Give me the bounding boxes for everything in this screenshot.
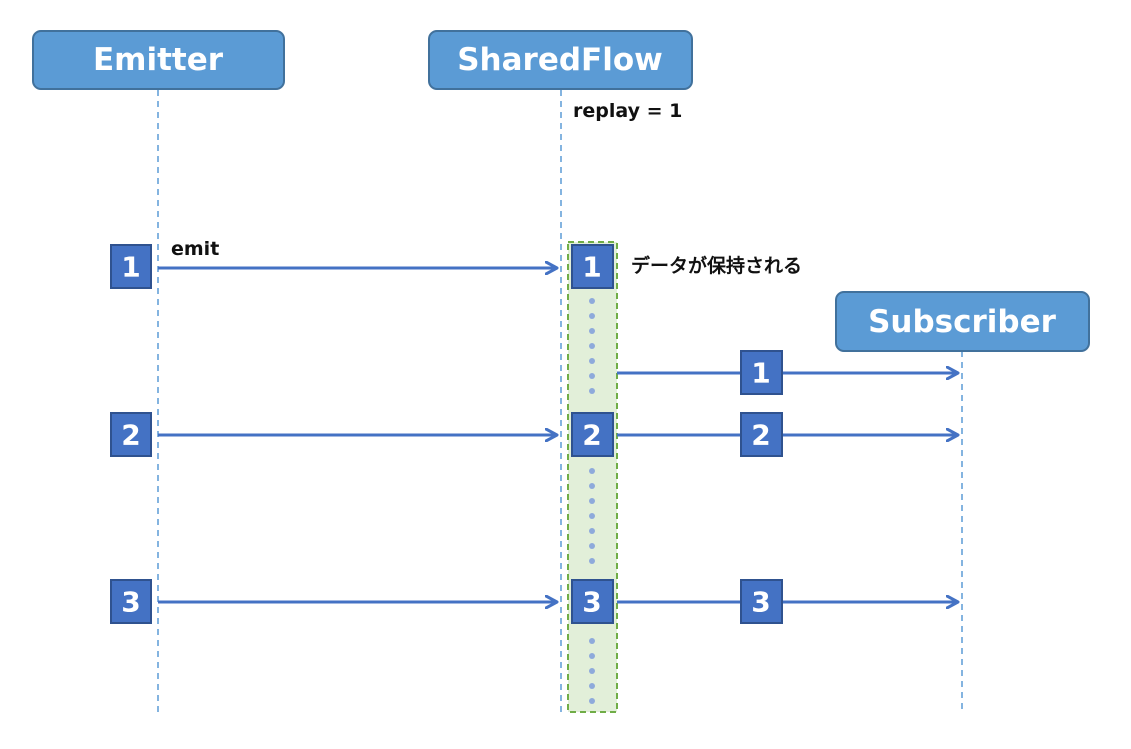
sharedflow-value-2: 2 xyxy=(571,412,614,457)
sharedflow-value-1: 1 xyxy=(571,244,614,289)
emitter-value-1: 1 xyxy=(110,244,152,289)
svg-text:2: 2 xyxy=(121,419,140,452)
buffer-dots xyxy=(589,298,595,704)
emitter-value-2: 2 xyxy=(110,412,152,457)
svg-text:SharedFlow: SharedFlow xyxy=(457,42,663,78)
sharedflow-value-3: 3 xyxy=(571,579,614,624)
svg-text:3: 3 xyxy=(751,586,770,619)
retained-label: データが保持される xyxy=(631,254,802,277)
emitter-value-3: 3 xyxy=(110,579,152,624)
svg-text:1: 1 xyxy=(751,357,770,390)
replay-buffer xyxy=(567,241,618,713)
emitter-header: Emitter xyxy=(32,30,285,90)
subscriber-header: Subscriber xyxy=(835,291,1090,352)
svg-text:Emitter: Emitter xyxy=(93,42,224,78)
transit-value-3: 3 xyxy=(740,579,783,624)
sharedflow-header: SharedFlow xyxy=(428,30,693,90)
svg-text:2: 2 xyxy=(582,419,601,452)
svg-text:Subscriber: Subscriber xyxy=(868,304,1057,340)
transit-value-2: 2 xyxy=(740,412,783,457)
transit-value-1: 1 xyxy=(740,350,783,395)
emit-label: emit xyxy=(171,238,219,260)
svg-text:1: 1 xyxy=(582,251,601,284)
svg-text:3: 3 xyxy=(121,586,140,619)
svg-text:1: 1 xyxy=(121,251,140,284)
svg-text:3: 3 xyxy=(582,586,601,619)
svg-text:2: 2 xyxy=(751,419,770,452)
replay-label: replay = 1 xyxy=(573,100,682,122)
